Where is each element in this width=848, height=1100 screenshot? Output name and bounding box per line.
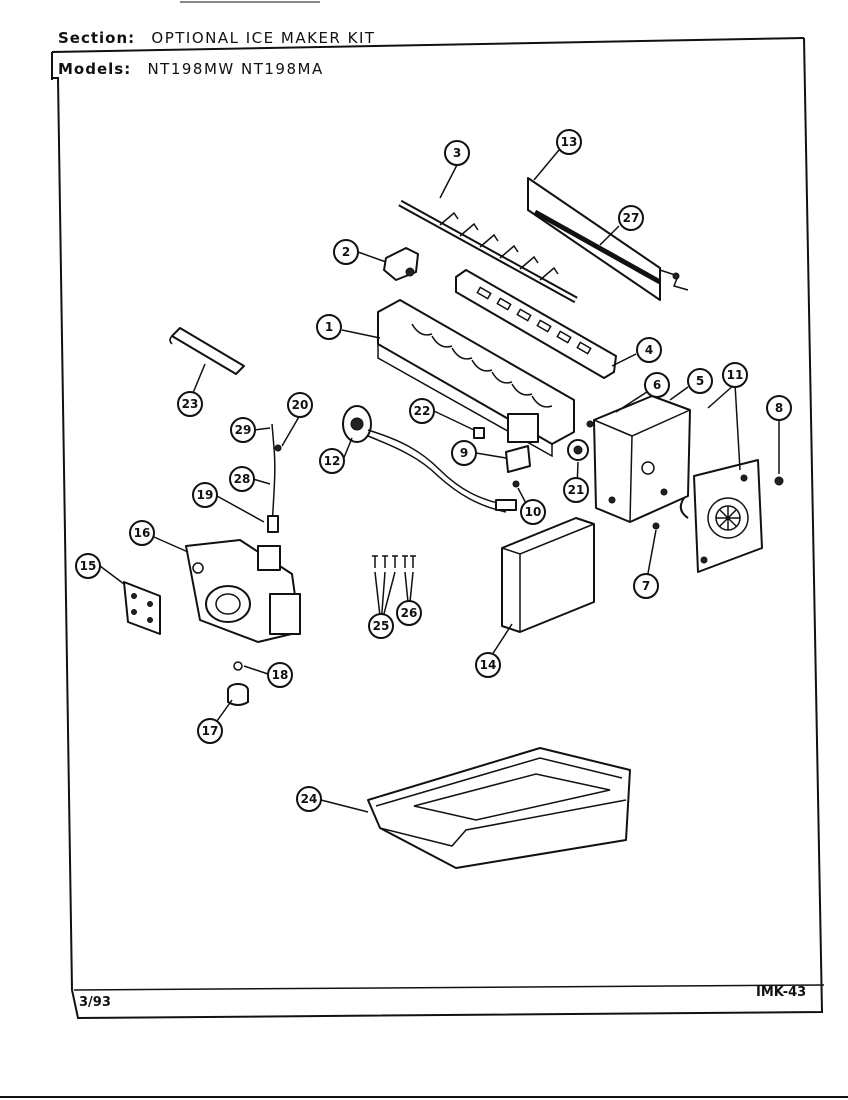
control-housing-part [593, 395, 691, 523]
callout-27: 27 [618, 205, 644, 231]
callout-29: 29 [230, 417, 256, 443]
callout-23: 23 [177, 391, 203, 417]
callout-5: 5 [687, 368, 713, 394]
screw-part [652, 522, 660, 530]
fill-tube-part [267, 423, 282, 533]
fill-cup-part [169, 327, 245, 375]
svg-text:19: 19 [197, 488, 214, 502]
svg-text:9: 9 [460, 446, 468, 460]
svg-text:26: 26 [401, 606, 418, 620]
callout-21: 21 [563, 477, 589, 503]
callout-3: 3 [444, 140, 470, 166]
svg-text:6: 6 [653, 378, 661, 392]
callout-6: 6 [644, 372, 670, 398]
svg-text:8: 8 [775, 401, 783, 415]
callout-19: 19 [192, 482, 218, 508]
callout-14: 14 [475, 652, 501, 678]
callout-11: 11 [722, 362, 748, 388]
svg-text:13: 13 [561, 135, 578, 149]
washer-part [233, 661, 243, 671]
motor-gear-part [567, 420, 594, 461]
ice-mold-part [377, 299, 575, 458]
callout-16: 16 [129, 520, 155, 546]
svg-text:1: 1 [325, 320, 333, 334]
thermostat-harness-part [342, 405, 517, 513]
svg-text:18: 18 [272, 668, 289, 682]
callout-15: 15 [75, 553, 101, 579]
revision-date: 3/93 [79, 995, 111, 1010]
svg-text:22: 22 [414, 404, 431, 418]
switch-part [505, 445, 531, 488]
models-list: NT198MW NT198MA [147, 60, 324, 78]
callout-8: 8 [766, 395, 792, 421]
callout-25: 25 [368, 613, 394, 639]
svg-text:20: 20 [292, 398, 309, 412]
svg-text:23: 23 [182, 397, 199, 411]
ice-bin-part [367, 747, 631, 869]
footer-divider [73, 984, 825, 991]
svg-text:2: 2 [342, 245, 350, 259]
models-label: Models: [58, 60, 132, 78]
svg-text:14: 14 [480, 658, 497, 672]
callout-26: 26 [396, 600, 422, 626]
bearing-part [383, 247, 419, 281]
diagram-border [52, 37, 824, 1020]
svg-text:3: 3 [453, 146, 461, 160]
callout-9: 9 [451, 440, 477, 466]
svg-text:15: 15 [80, 559, 97, 573]
svg-text:7: 7 [642, 579, 650, 593]
callout-2: 2 [333, 239, 359, 265]
sensor-clip-part [473, 427, 485, 439]
frame-top-line [51, 37, 805, 53]
svg-text:11: 11 [727, 368, 744, 382]
svg-text:21: 21 [568, 483, 585, 497]
motor-plate-part [679, 459, 763, 573]
screw-part [774, 476, 784, 486]
svg-text:10: 10 [525, 505, 542, 519]
callout-17: 17 [197, 718, 223, 744]
svg-text:27: 27 [623, 211, 640, 225]
screws-set-part [372, 555, 416, 568]
svg-text:28: 28 [234, 472, 251, 486]
callout-10: 10 [520, 499, 546, 525]
callout-13: 13 [556, 129, 582, 155]
shutoff-arm-part [527, 177, 689, 301]
section-heading: Section: OPTIONAL ICE MAKER KIT [58, 29, 376, 47]
svg-text:25: 25 [373, 619, 390, 633]
svg-text:5: 5 [696, 374, 704, 388]
callout-1: 1 [316, 314, 342, 340]
svg-text:24: 24 [301, 792, 318, 806]
callout-22: 22 [409, 398, 435, 424]
section-label: Section: [58, 29, 136, 47]
svg-text:29: 29 [235, 423, 252, 437]
nut-part [227, 683, 249, 706]
svg-text:16: 16 [134, 526, 151, 540]
water-valve-part [185, 539, 301, 643]
cover-box-part [501, 517, 595, 633]
callout-28: 28 [229, 466, 255, 492]
callout-24: 24 [296, 786, 322, 812]
ejector-blade-part [398, 199, 578, 304]
models-heading: Models: NT198MW NT198MA [58, 60, 324, 78]
section-title: OPTIONAL ICE MAKER KIT [151, 29, 376, 47]
callout-12: 12 [319, 448, 345, 474]
svg-text:17: 17 [202, 724, 219, 738]
svg-text:4: 4 [645, 343, 653, 357]
callout-18: 18 [267, 662, 293, 688]
callout-20: 20 [287, 392, 313, 418]
valve-bracket-part [123, 581, 161, 635]
svg-text:12: 12 [324, 454, 341, 468]
callout-7: 7 [633, 573, 659, 599]
callout-4: 4 [636, 337, 662, 363]
stripper-part [455, 269, 617, 379]
page-code: IMK-43 [756, 985, 807, 1000]
